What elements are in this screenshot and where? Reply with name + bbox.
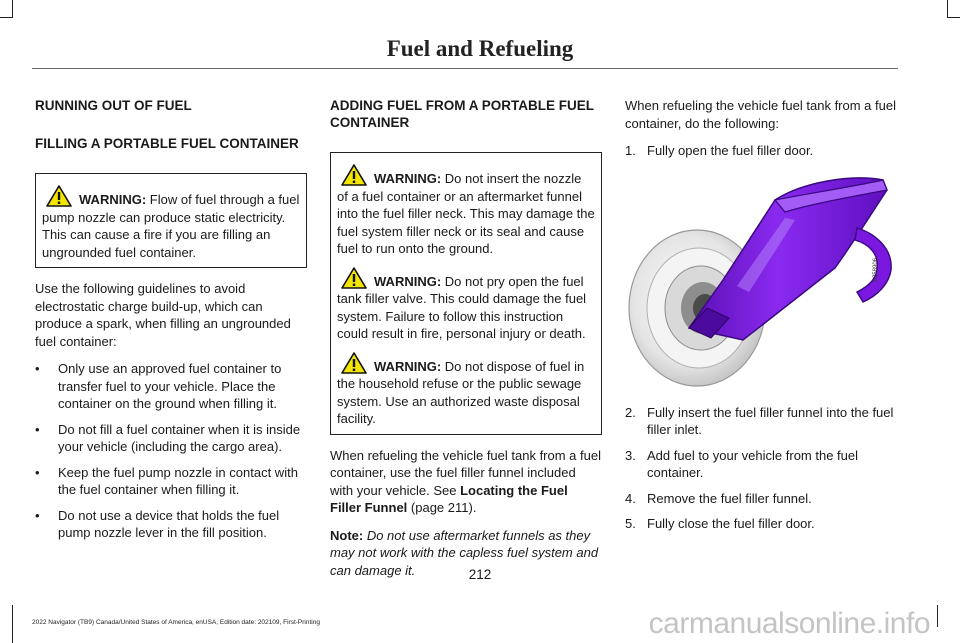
column-right: When refueling the vehicle fuel tank fro… (625, 97, 897, 541)
step-text: Fully open the fuel filler door. (647, 143, 814, 158)
header-rule (32, 68, 898, 69)
warning-triangle-icon (341, 351, 367, 374)
warning-pry: WARNING: Do not pry open the fuel tank f… (337, 266, 595, 343)
step-number: 1. (625, 143, 636, 158)
list-item: 1. Fully open the fuel filler door. (625, 142, 897, 160)
crop-mark-top-left-h (0, 17, 12, 18)
warning-label: WARNING: (374, 273, 442, 289)
step-text: Fully insert the fuel filler funnel into… (647, 404, 894, 438)
crop-mark-top-right-v (947, 0, 948, 18)
warning-label: WARNING: (79, 192, 147, 207)
link-locating-funnel[interactable]: Locating the Fuel Filler Funnel (330, 482, 568, 516)
step-number: 2. (625, 404, 636, 420)
step-number: 3. (625, 447, 636, 463)
note-text: Do not use aftermarket funnels as they m… (330, 527, 599, 578)
page-number: 212 (468, 567, 492, 582)
list-item: 5. Fully close the fuel filler door. (625, 515, 897, 533)
crop-mark-bottom-right-v (937, 605, 938, 627)
figure-code: E358906 (872, 257, 879, 282)
funnel-paragraph-text: When refueling the vehicle fuel tank fro… (330, 447, 601, 498)
list-item: 4. Remove the fuel filler funnel. (625, 490, 897, 508)
warning-label: WARNING: (374, 171, 442, 186)
list-item: Do not fill a fuel container when it is … (35, 421, 307, 456)
crop-mark-top-right-h (948, 17, 960, 18)
column-middle: ADDING FUEL FROM A PORTABLE FUEL CONTAIN… (330, 97, 602, 589)
warning-static: WARNING: Flow of fuel through a fuel pum… (42, 185, 300, 261)
list-item: Only use an approved fuel container to t… (35, 360, 307, 413)
list-item: Keep the fuel pump nozzle in contact wit… (35, 464, 307, 499)
warning-box: WARNING: Flow of fuel through a fuel pum… (35, 173, 307, 268)
warning-triangle-icon (341, 164, 367, 186)
note-label: Note: (330, 527, 364, 543)
fuel-funnel-image (628, 176, 892, 387)
step-text: Fully close the fuel filler door. (647, 516, 815, 531)
watermark: carmanualsonline.info (648, 607, 931, 640)
heading-adding-fuel: ADDING FUEL FROM A PORTABLE FUEL CONTAIN… (330, 98, 594, 130)
warning-text: Do not insert the nozzle of a fuel conta… (337, 171, 595, 256)
note: Note: Do not use aftermarket funnels as … (330, 527, 602, 580)
warning-text: Do not dispose of fuel in the household … (337, 358, 585, 427)
heading-running-out-of-fuel: RUNNING OUT OF FUEL (35, 98, 192, 113)
crop-mark-top-left-v (12, 0, 13, 18)
page-header-title: Fuel and Refueling (386, 36, 574, 61)
step-number: 5. (625, 516, 636, 531)
list-item: 2. Fully insert the fuel filler funnel in… (625, 404, 897, 439)
warning-label: WARNING: (374, 358, 442, 374)
step-text: Add fuel to your vehicle from the fuel c… (647, 447, 859, 481)
list-item: Do not use a device that holds the fuel … (35, 507, 307, 542)
warning-text: Do not pry open the fuel tank filler val… (337, 273, 587, 342)
step-number: 4. (625, 490, 636, 506)
funnel-illustration: E358906 (625, 168, 897, 394)
procedure-step-1: 1. Fully open the fuel filler door. (625, 142, 897, 160)
procedure-intro: When refueling the vehicle fuel tank fro… (625, 98, 896, 131)
footer-edition-info: 2022 Navigator (TB9) Canada/United State… (32, 619, 320, 626)
crop-mark-bottom-left-v (12, 605, 13, 643)
warning-dispose: WARNING: Do not dispose of fuel in the h… (337, 351, 595, 428)
heading-filling-portable-container: FILLING A PORTABLE FUEL CONTAINER (35, 136, 299, 151)
warning-text: Flow of fuel through a fuel pump nozzle … (42, 192, 300, 260)
guidelines-list: Only use an approved fuel container to t… (35, 360, 307, 542)
warning-triangle-icon (341, 266, 367, 289)
funnel-page-ref: (page 211). (407, 500, 477, 515)
step-text: Remove the fuel filler funnel. (647, 490, 812, 506)
column-left: RUNNING OUT OF FUEL FILLING A PORTABLE F… (35, 97, 307, 550)
procedure-steps: 2. Fully insert the fuel filler funnel in… (625, 404, 897, 533)
warning-box: WARNING: Do not insert the nozzle of a f… (330, 152, 602, 435)
list-item: 3. Add fuel to your vehicle from the fuel… (625, 447, 897, 482)
funnel-paragraph: When refueling the vehicle fuel tank fro… (330, 447, 602, 517)
warning-triangle-icon (46, 185, 72, 207)
warning-nozzle: WARNING: Do not insert the nozzle of a f… (337, 164, 595, 258)
guidelines-intro: Use the following guidelines to avoid el… (35, 281, 291, 349)
